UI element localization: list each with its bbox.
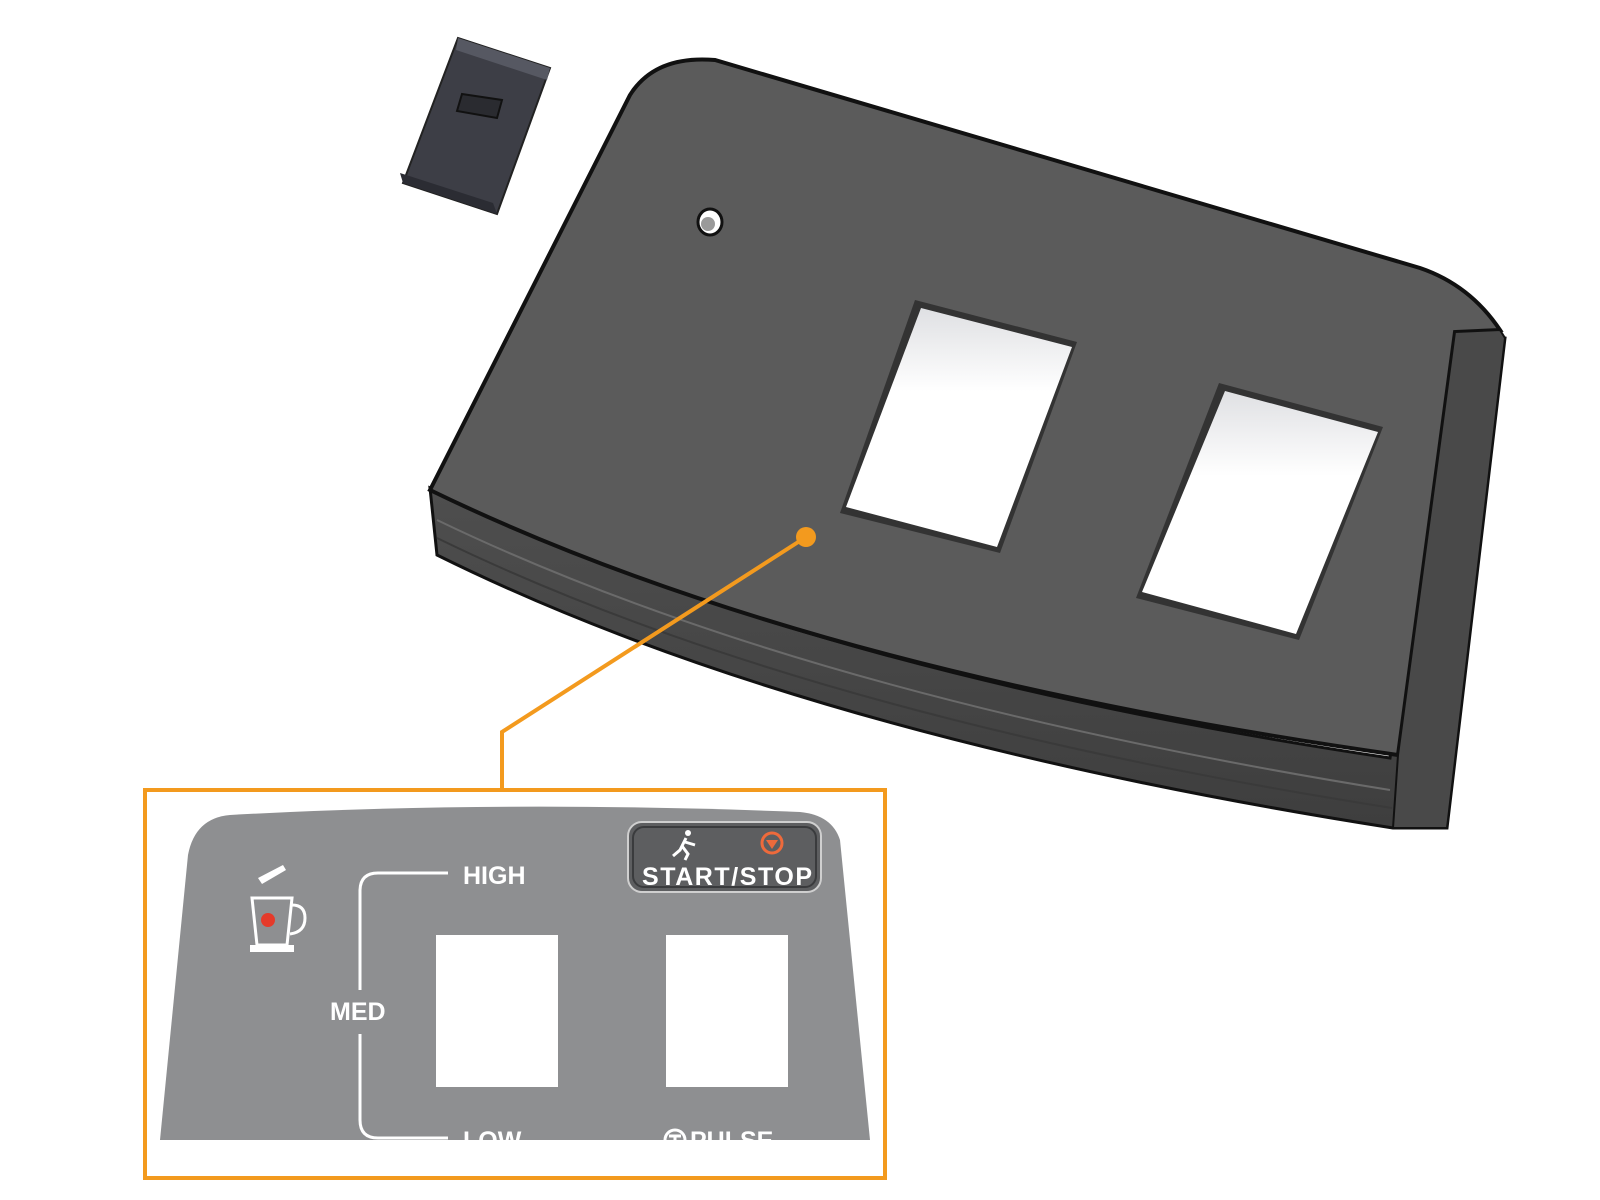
pulse-icon	[663, 1128, 687, 1152]
speed-button-window	[436, 935, 558, 1087]
start-stop-button-window	[666, 935, 788, 1087]
start-stop-badge: START/STOP	[627, 821, 822, 893]
control-housing	[427, 57, 1507, 830]
label-high: HIGH	[463, 862, 526, 890]
label-pulse: PULSE	[690, 1127, 773, 1155]
window-right	[1142, 391, 1378, 634]
button-cap-slot	[455, 92, 504, 120]
label-start-stop: START/STOP	[642, 863, 812, 891]
callout-leader	[500, 527, 816, 790]
stop-icon	[760, 831, 784, 855]
housing-side-face	[1391, 328, 1507, 829]
window-left	[846, 308, 1072, 547]
indicator-light	[261, 913, 275, 927]
control-decal: HIGH MED LOW START/STOP	[160, 806, 870, 1155]
blender-icon	[250, 865, 307, 952]
run-icon	[672, 830, 696, 861]
callout-dot	[796, 527, 816, 547]
button-cap	[400, 36, 552, 216]
label-low: LOW	[463, 1127, 522, 1155]
label-med: MED	[330, 998, 386, 1026]
